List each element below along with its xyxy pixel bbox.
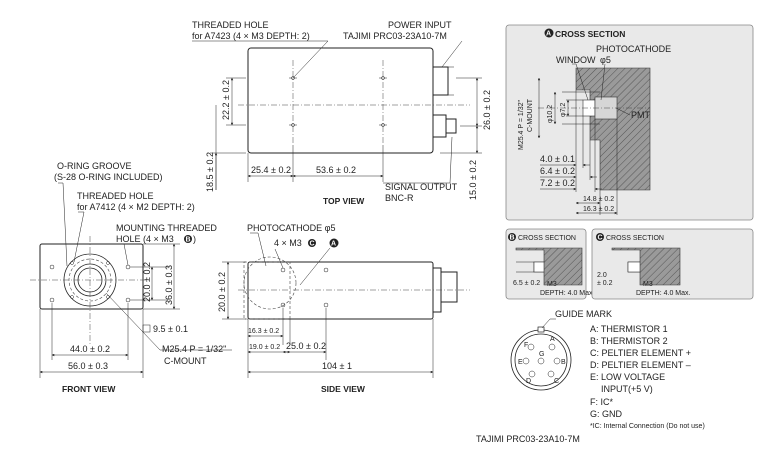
cmount-label-2: C-MOUNT <box>164 356 207 366</box>
connector-pinout: GUIDE MARK A B C D E F G A: THERMISTOR 1… <box>476 309 705 444</box>
front-dim-20: 20.0 ± 0.2 <box>142 262 152 302</box>
cross-b-dim: 6.5 ± 0.2 <box>513 280 540 287</box>
mounting-label-1: MOUNTING THREADED <box>116 223 217 233</box>
cross-section-c: C CROSS SECTION 2.0 ± 0.2 M3 DEPTH: 4.0 … <box>591 228 754 300</box>
pin-f: F <box>524 342 528 349</box>
cross-a-dim-4: 4.0 ± 0.1 <box>540 154 575 164</box>
side-dim-19: 19.0 ± 0.2 <box>249 344 280 351</box>
top-view: THREADED HOLE for A7423 (4 × M3 DEPTH: 2… <box>192 20 492 206</box>
top-dim-185: 18.5 ± 0.2 <box>205 152 215 192</box>
front-dim-56: 56.0 ± 0.3 <box>68 361 108 371</box>
legend-c: C: PELTIER ELEMENT + <box>590 348 691 358</box>
mounting-badge: B <box>186 237 191 244</box>
side-dim-25: 25.0 ± 0.2 <box>286 341 326 351</box>
cross-a-photocathode: PHOTOCATHODE <box>596 44 671 54</box>
cross-c-depth: DEPTH: 4.0 Max. <box>636 290 691 297</box>
legend-g: G: GND <box>590 409 623 419</box>
cross-a-pmt: PMT <box>631 110 651 120</box>
oring-label-2: (S-28 O-RING INCLUDED) <box>54 172 163 182</box>
oring-label-1: O-RING GROOVE <box>57 161 132 171</box>
top-view-caption: TOP VIEW <box>323 196 365 206</box>
front-view: O-RING GROOVE (S-28 O-RING INCLUDED) THR… <box>30 161 232 394</box>
cross-a-window: WINDOW <box>556 55 596 65</box>
cross-c-m3: M3 <box>643 281 653 288</box>
guide-mark-label: GUIDE MARK <box>555 309 612 319</box>
cross-c-badge: C <box>598 235 603 242</box>
legend-b: B: THERMISTOR 2 <box>590 336 668 346</box>
legend-a: A: THERMISTOR 1 <box>590 324 668 334</box>
cross-a-title: CROSS SECTION <box>555 29 625 39</box>
cross-a-phi5: φ5 <box>600 55 611 65</box>
cross-a-dim-72: 7.2 ± 0.2 <box>540 178 575 188</box>
cross-a-vert2: C-MOUNT <box>527 98 534 132</box>
cross-a-dim-148: 14.8 ± 0.2 <box>583 196 614 203</box>
front-dim-44: 44.0 ± 0.2 <box>70 344 110 354</box>
top-threaded-hole-label-1: THREADED HOLE <box>192 20 269 30</box>
cross-section-b: B CROSS SECTION 6.5 ± 0.2 M3 DEPTH: 4.0 … <box>505 228 595 300</box>
front-view-caption: FRONT VIEW <box>62 384 116 394</box>
legend-f: F: IC* <box>590 397 613 407</box>
legend-d: D: PELTIER ELEMENT – <box>590 360 691 370</box>
side-holes-badge: C <box>310 241 315 248</box>
cross-a-badge: A <box>546 31 551 38</box>
cross-a-dim-64: 6.4 ± 0.2 <box>540 166 575 176</box>
top-dim-254: 25.4 ± 0.2 <box>251 165 291 175</box>
front-dim-95: 9.5 ± 0.1 <box>153 324 188 334</box>
cross-a-phi7: φ7.2 <box>560 103 567 117</box>
cross-a-phi10: φ10.2 <box>547 105 554 123</box>
connector-part: TAJIMI PRC03-23A10-7M <box>476 434 580 444</box>
front-dim-36: 36.0 ± 0.3 <box>164 265 174 305</box>
power-input-label-1: POWER INPUT <box>388 20 452 30</box>
cross-c-dim-2: ± 0.2 <box>597 280 613 287</box>
legend-e2: INPUT(+5 V) <box>601 384 653 394</box>
cross-a-dim-163: 16.3 ± 0.2 <box>583 206 614 213</box>
cross-b-depth: DEPTH: 4.0 Max. <box>540 290 595 297</box>
cross-section-a: A CROSS SECTION PHOTOCATHODE φ5 WINDOW P… <box>505 24 754 221</box>
power-input-label-2: TAJIMI PRC03-23A10-7M <box>343 31 447 41</box>
side-dim-104: 104 ± 1 <box>322 361 352 371</box>
pin-d: D <box>526 378 531 385</box>
top-dim-22: 22.2 ± 0.2 <box>221 80 231 120</box>
pin-g: G <box>539 351 544 358</box>
signal-output-label-1: SIGNAL OUTPUT <box>385 182 458 192</box>
side-holes-label: 4 × M3 <box>274 238 302 248</box>
cross-b-title: CROSS SECTION <box>518 235 576 242</box>
top-dim-536: 53.6 ± 0.2 <box>316 165 356 175</box>
side-dim-163: 16.3 ± 0.2 <box>248 328 279 335</box>
side-view: PHOTOCATHODE φ5 4 × M3 C A 20.0 ± 0.2 16… <box>217 223 470 394</box>
cmount-label-1: M25.4 P = 1/32" <box>162 344 226 354</box>
cross-c-dim-1: 2.0 <box>597 272 607 279</box>
pin-c: C <box>554 378 559 385</box>
top-threaded-hole-label-2: for A7423 (4 × M3 DEPTH: 2) <box>192 31 310 41</box>
cross-b-m3: M3 <box>547 281 557 288</box>
top-dim-26: 26.0 ± 0.2 <box>482 90 492 130</box>
legend-footnote: *IC: Internal Connection (Do not use) <box>590 423 705 430</box>
side-dim-20: 20.0 ± 0.2 <box>217 272 227 312</box>
front-threaded-hole-label-2: for A7412 (4 × M2 DEPTH: 2) <box>77 202 195 212</box>
mounting-label-2: HOLE (4 × M3 <box>116 234 174 244</box>
cross-c-title: CROSS SECTION <box>606 235 664 242</box>
cross-a-vert1: M25.4 P = 1/32" <box>518 99 525 150</box>
cross-b-badge: B <box>510 235 515 242</box>
side-a-badge: A <box>331 241 336 248</box>
mounting-close: ) <box>193 234 196 244</box>
pin-a: A <box>550 336 555 343</box>
legend-e: E: LOW VOLTAGE <box>590 372 665 382</box>
top-dim-15: 15.0 ± 0.2 <box>468 160 478 200</box>
front-threaded-hole-label-1: THREADED HOLE <box>77 191 154 201</box>
pin-e: E <box>518 359 523 366</box>
side-photocathode-label: PHOTOCATHODE φ5 <box>247 223 336 233</box>
signal-output-label-2: BNC-R <box>385 193 414 203</box>
side-view-caption: SIDE VIEW <box>321 384 366 394</box>
pin-b: B <box>561 359 566 366</box>
